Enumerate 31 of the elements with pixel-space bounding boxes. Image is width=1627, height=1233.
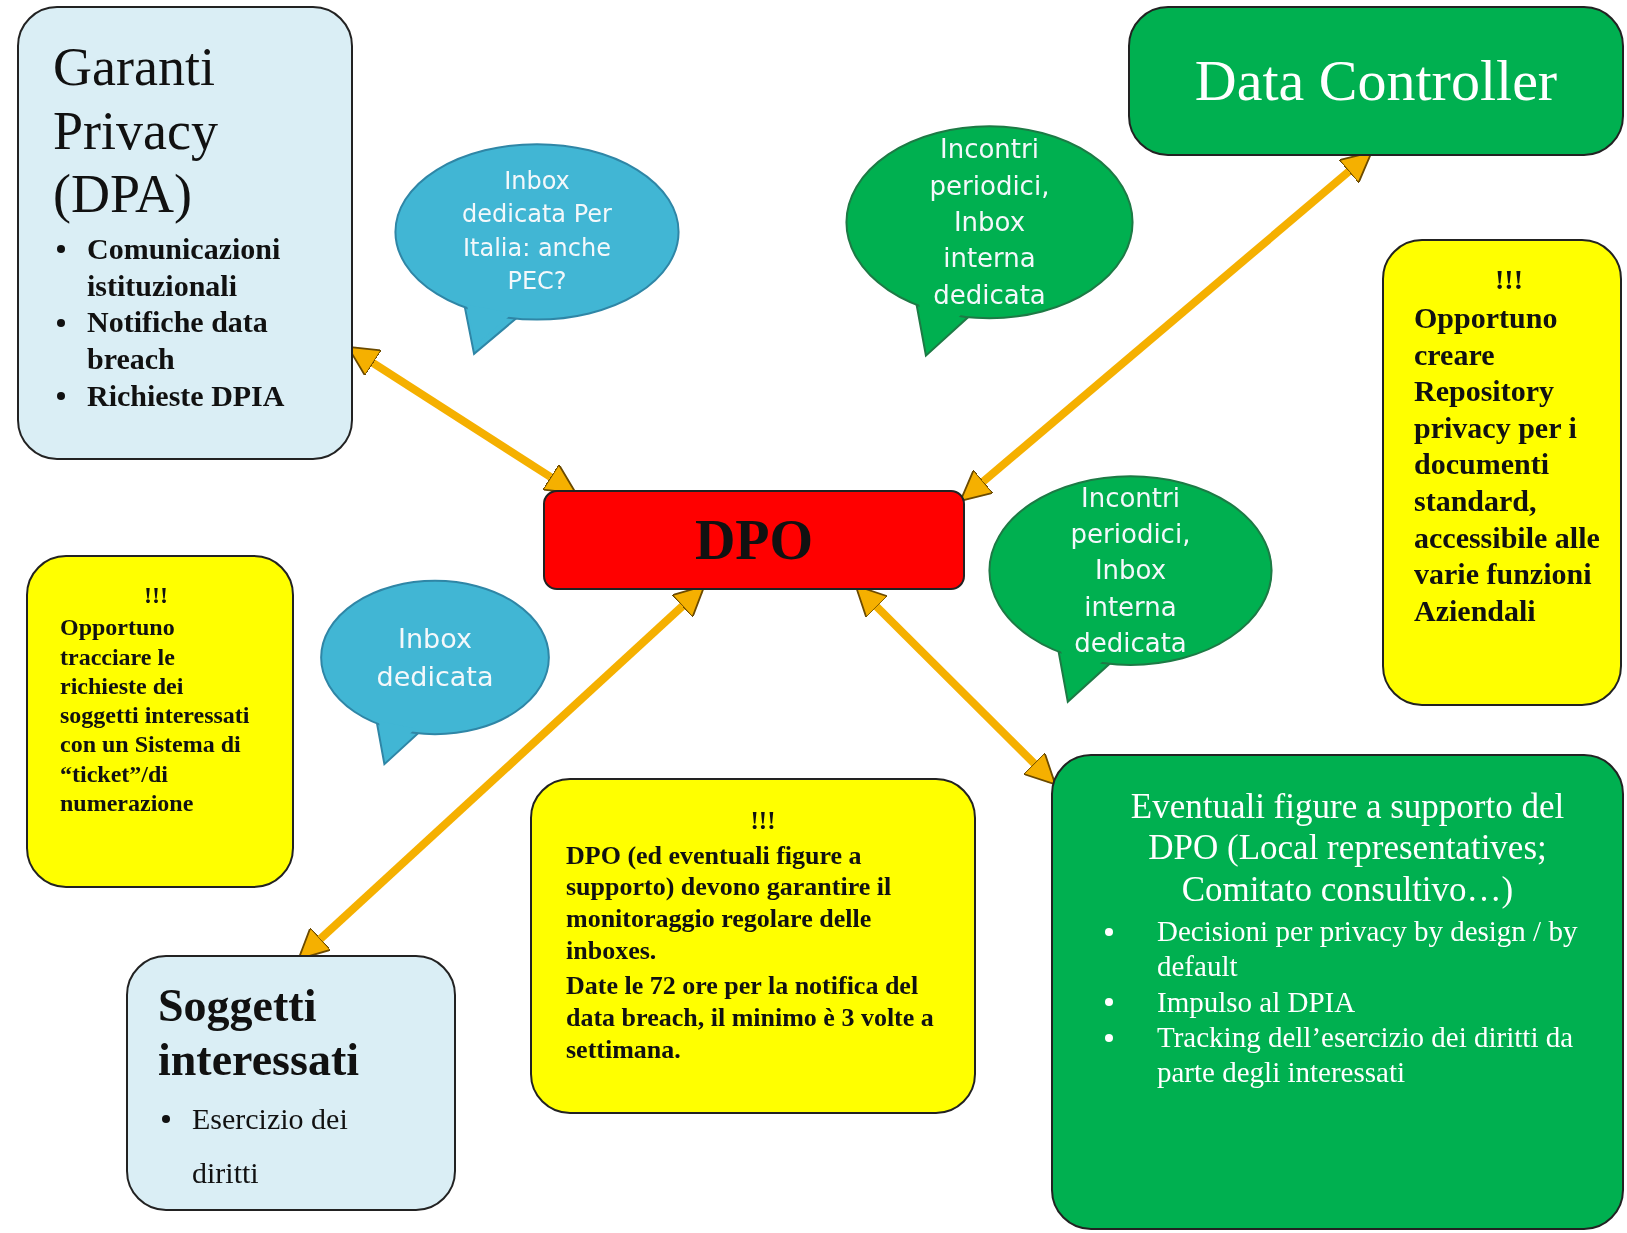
bullet-item: Notifiche data breach (87, 304, 269, 377)
bullet-item: Tracking dell’esercizio dei diritti da parte degli interessati (1157, 1020, 1575, 1091)
info-box (126, 955, 456, 1211)
bubble-text: Inbox dedicata Per Italia: anche PEC? (461, 165, 613, 298)
note-text: Date le 72 ore per la notifica del data breach, il minimo è 3 volte a settimana. (566, 970, 935, 1066)
bubble-text: Incontri periodici, Inbox interna dedicata (1069, 485, 1192, 656)
info-box (17, 6, 353, 460)
central-box (543, 490, 965, 590)
bubble-text: Incontri periodici, Inbox interna dedicata (928, 135, 1051, 309)
box-heading: !!! (143, 581, 169, 610)
box-heading: !!! (749, 806, 777, 836)
box-heading: !!! (1494, 263, 1524, 297)
bullet-item: Decisioni per privacy by design / by default (1157, 913, 1579, 985)
bullet-item: Richieste DPIA (87, 377, 286, 414)
note-text: Opportuno creare Repository privacy per i documenti standard, accessibile alle varie funzioni Aziendali (1414, 300, 1601, 629)
note-box (530, 778, 976, 1114)
note-box (26, 555, 294, 888)
box-heading: Eventuali figure a supporto del DPO (Local representatives; Comitato consultivo…) (1129, 786, 1566, 910)
note-text: DPO (ed eventuali figure a supporto) devono garantire il monitoraggio regolare delle inboxes. (566, 839, 893, 967)
box-title: Data Controller (1193, 46, 1559, 115)
info-box (1051, 754, 1624, 1230)
box-heading: Soggetti interessati (158, 979, 360, 1088)
bullet-item: Esercizio dei diritti (192, 1100, 349, 1191)
info-box (1128, 6, 1624, 156)
note-text: Opportuno tracciare le richieste dei soggetti interessati con un Sistema di “ticket”/di numerazione (60, 613, 251, 818)
box-title: DPO (693, 507, 815, 573)
bullet-item: Impulso al DPIA (1157, 984, 1357, 1020)
bubble-text: Inbox dedicata (375, 621, 495, 694)
note-box (1382, 239, 1622, 706)
bullet-item: Comunicazioni istituzionali (87, 231, 282, 304)
box-heading: Garanti Privacy (DPA) (53, 36, 219, 227)
